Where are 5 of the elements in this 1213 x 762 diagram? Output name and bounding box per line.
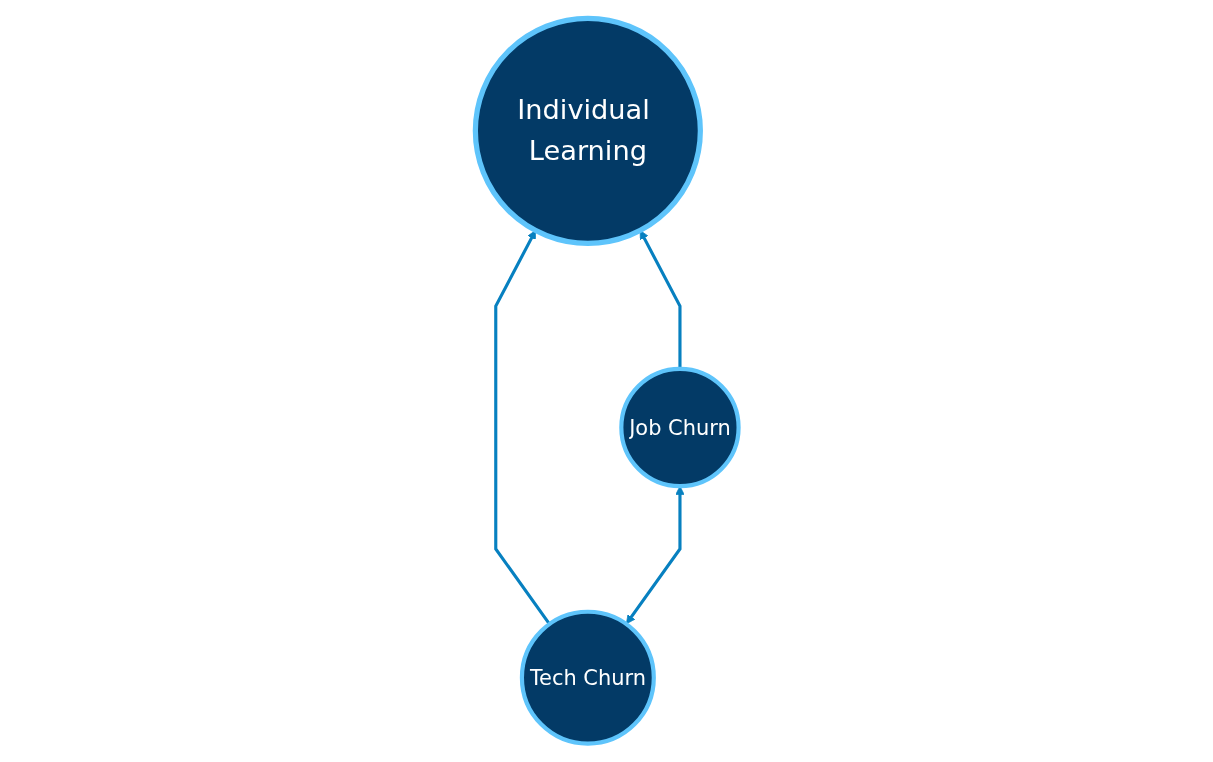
arrow — [493, 230, 551, 625]
arrow — [625, 485, 685, 625]
node-circle: Tech Churn — [519, 609, 656, 746]
node-circle: Individual Learning — [472, 15, 703, 246]
arrow — [639, 230, 682, 369]
